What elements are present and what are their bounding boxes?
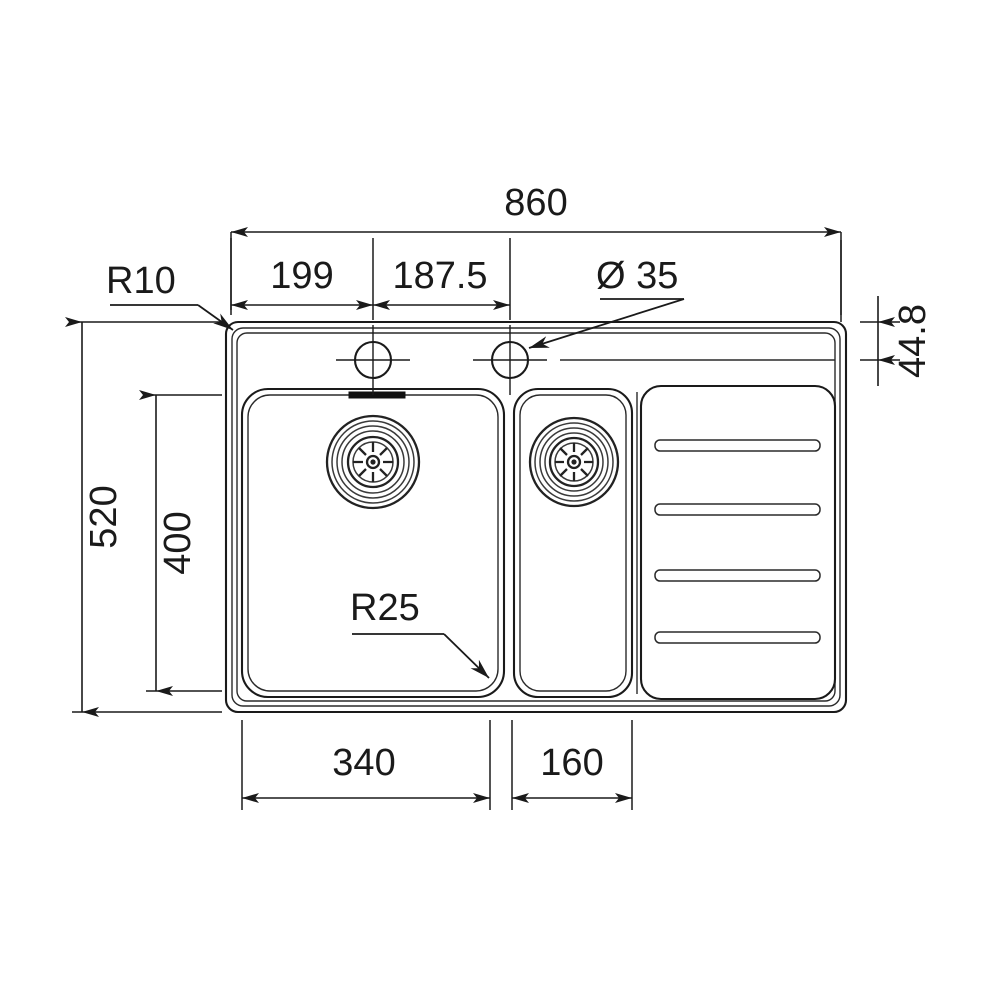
label-tap-hole-diameter: Ø 35 bbox=[596, 255, 678, 297]
drainboard-groove bbox=[654, 631, 821, 644]
drainboard-groove bbox=[654, 503, 821, 516]
label-main-bowl-width: 340 bbox=[332, 742, 395, 784]
dimension-tap-offset-2: 187.5 bbox=[373, 238, 511, 320]
drainboard-groove bbox=[654, 569, 821, 582]
dimension-bowl-radius-25: R25 bbox=[350, 587, 490, 679]
tap-hole-left bbox=[336, 325, 410, 395]
main-bowl bbox=[240, 387, 506, 699]
dimension-bowl-depth: 400 bbox=[139, 390, 222, 696]
label-bowl-radius-25: R25 bbox=[350, 587, 420, 629]
label-second-bowl-width: 160 bbox=[540, 742, 603, 784]
label-overall-width: 860 bbox=[504, 182, 567, 224]
dimension-overall-depth: 520 bbox=[65, 317, 222, 717]
drain-second-bowl bbox=[528, 416, 620, 508]
label-corner-radius-10: R10 bbox=[106, 260, 176, 302]
dimension-main-bowl-width: 340 bbox=[241, 720, 491, 810]
drainboard bbox=[636, 384, 837, 701]
tap-hole-right bbox=[473, 325, 547, 395]
drain-main-bowl bbox=[325, 414, 421, 510]
dimension-second-bowl-width: 160 bbox=[511, 720, 633, 810]
label-tap-offset-2: 187.5 bbox=[392, 255, 487, 297]
second-bowl bbox=[512, 387, 634, 699]
label-overall-depth: 520 bbox=[83, 485, 125, 548]
label-bowl-depth: 400 bbox=[157, 511, 199, 574]
label-tap-offset-1: 199 bbox=[270, 255, 333, 297]
dimension-ledge-depth: 44.8 bbox=[860, 296, 934, 386]
dimension-tap-hole-diameter: Ø 35 bbox=[528, 255, 685, 349]
dimension-corner-radius-10: R10 bbox=[106, 260, 234, 331]
drainboard-groove bbox=[654, 439, 821, 452]
overflow-slot bbox=[348, 391, 406, 399]
label-ledge-depth: 44.8 bbox=[892, 304, 934, 378]
dimension-tap-offset-1: 199 bbox=[230, 238, 374, 320]
sink-outer-rim bbox=[224, 320, 848, 714]
